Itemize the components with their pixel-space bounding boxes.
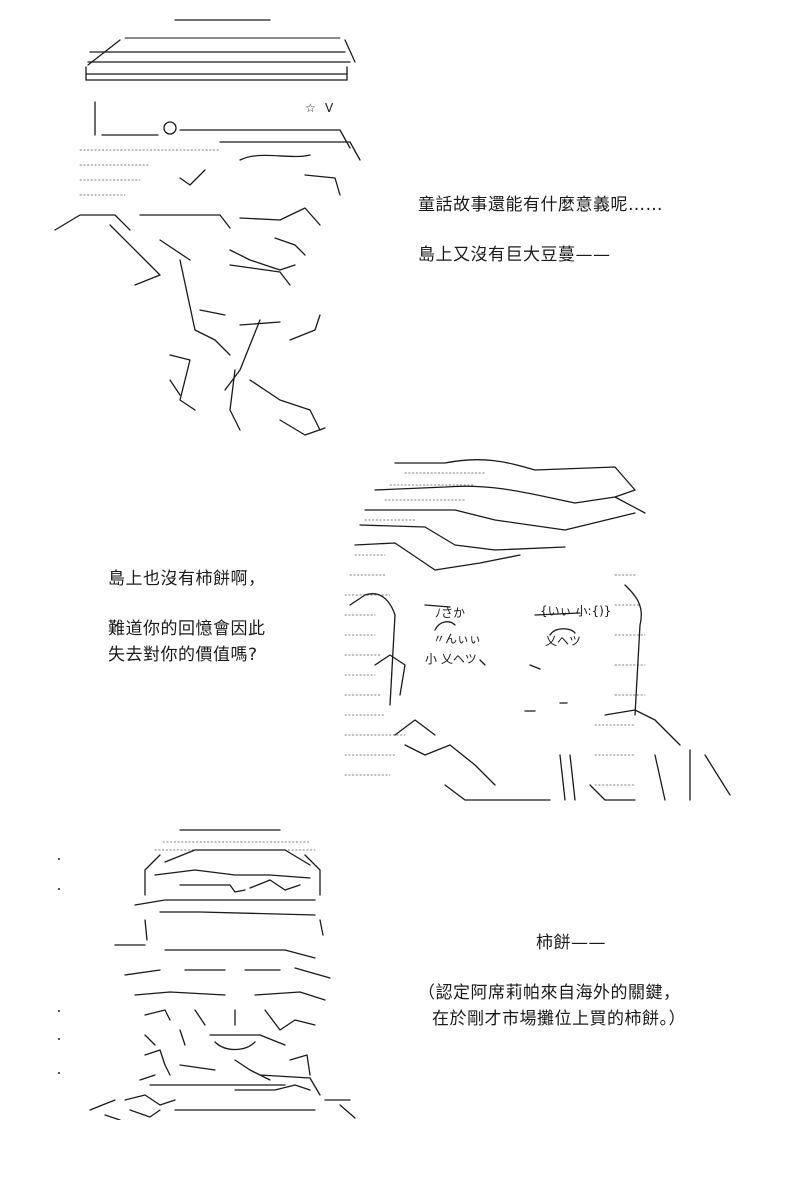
panel-3-line-1: 柿餅—— [536, 933, 606, 953]
panel-2-line-2: 難道你的回憶會因此 [108, 619, 266, 639]
panel-1-line-1: 童話故事還能有什麼意義呢…… [418, 195, 663, 215]
svg-text:乂ヘツ: 乂ヘツ [545, 634, 581, 648]
svg-text:ﾉさか: ﾉさか [435, 606, 465, 620]
ascii-art-capped-boy [85, 820, 360, 1120]
svg-text:{いぃ 小:{)}: {いぃ 小:{)} [540, 604, 611, 618]
panel-1: ☆ V [0, 0, 800, 450]
ascii-art-girl-face: ﾉさか {いぃ 小:{)} 〃んぃぃ 小 乂ヘツ 乂ヘツ [335, 455, 745, 805]
svg-text:☆: ☆ [305, 101, 316, 115]
panel-2-line-1: 島上也沒有柿餅啊， [108, 569, 266, 589]
panel-2: 島上也沒有柿餅啊， 難道你的回憶會因此 失去對你的價值嗎? [0, 450, 800, 810]
margin-dot [58, 1010, 60, 1012]
panel-3-line-3: 在於剛才市場攤位上買的柿餅。） [432, 1009, 686, 1029]
svg-text:〃んぃぃ: 〃んぃぃ [433, 632, 481, 646]
margin-dot [58, 888, 60, 890]
margin-dot [58, 1072, 60, 1074]
svg-text:小 乂ヘツ: 小 乂ヘツ [425, 652, 477, 666]
panel-1-line-2: 島上又沒有巨大豆蔓—— [418, 245, 611, 265]
svg-text:V: V [325, 101, 334, 115]
panel-2-line-3: 失去對你的價值嗎? [108, 645, 258, 665]
ascii-art-capped-man: ☆ V [40, 10, 370, 440]
panel-3: 柿餅—— （認定阿席莉帕來自海外的關鍵， 在於剛才市場攤位上買的柿餅。） [0, 810, 800, 1200]
panel-3-line-2: （認定阿席莉帕來自海外的關鍵， [418, 983, 681, 1003]
margin-dot [58, 858, 60, 860]
margin-dot [58, 1038, 60, 1040]
